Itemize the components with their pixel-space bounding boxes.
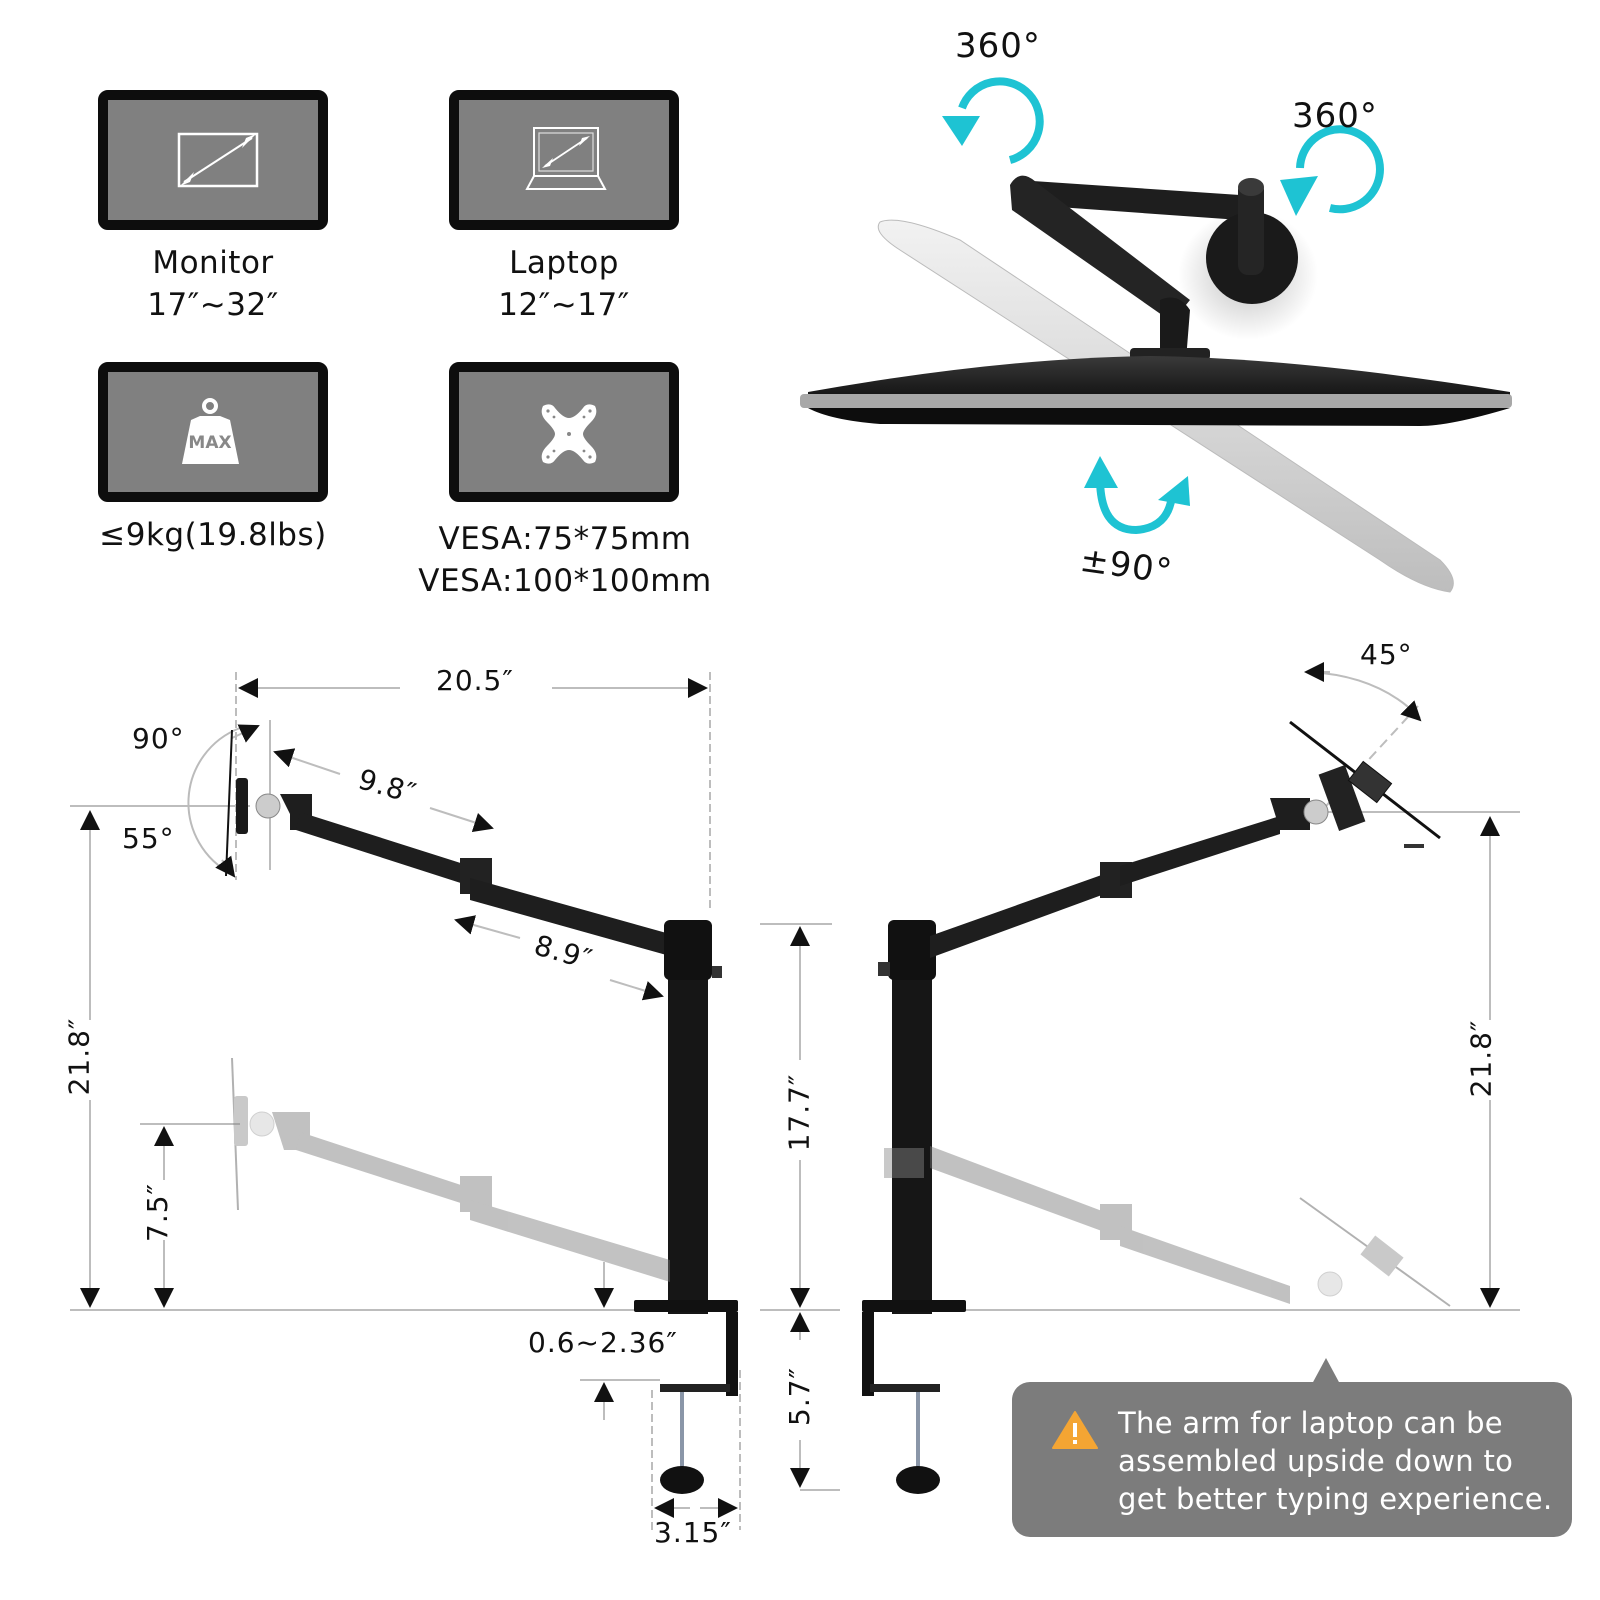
max-weight-icon: MAX <box>182 398 239 464</box>
monitor-arm-lowered <box>231 1057 670 1282</box>
desk-thickness-label: 0.6~2.36″ <box>528 1326 678 1359</box>
tilt-arrow-icon <box>1084 456 1190 535</box>
laptop-caption: Laptop 12″~17″ <box>449 242 679 326</box>
monitor-side-drawing <box>70 672 840 1530</box>
laptop-arm-lowered <box>884 1146 1451 1307</box>
swivel-right-label: 360° <box>1292 96 1378 136</box>
vesa-100: VESA:100*100mm <box>418 563 712 599</box>
note-line-1: The arm for laptop can be <box>1118 1406 1503 1440</box>
swivel-arrow-top-icon <box>942 77 1044 164</box>
note-line-3: get better typing experience. <box>1118 1482 1553 1516</box>
monitor-size-range: 17″~32″ <box>147 287 279 323</box>
laptop-arm-note: The arm for laptop can be assembled upsi… <box>1012 1382 1572 1537</box>
max-label: MAX <box>188 433 231 453</box>
laptop-side-drawing <box>862 662 1520 1494</box>
note-pointer <box>1312 1358 1340 1384</box>
max-weight-tile: MAX <box>98 362 328 502</box>
note-text: The arm for laptop can be assembled upsi… <box>1118 1404 1558 1518</box>
monitor-diagonal-icon <box>177 132 259 188</box>
desk-clamp <box>634 1300 738 1494</box>
tilt-up-label: 90° <box>132 722 185 755</box>
monitor-arm-raised <box>225 729 722 1314</box>
rotation-illustration <box>800 77 1512 593</box>
tilt-down-label: 55° <box>122 822 175 855</box>
laptop-size-tile <box>449 90 679 230</box>
laptop-max-height-label: 21.8″ <box>1464 1019 1498 1098</box>
min-height-label: 7.5″ <box>141 1183 174 1242</box>
warning-icon <box>1052 1411 1098 1449</box>
swivel-arrow-right-icon <box>1280 125 1384 216</box>
vesa-75: VESA:75*75mm <box>438 521 692 557</box>
laptop-arm-raised <box>878 720 1441 1314</box>
monitor-title: Monitor <box>152 245 274 281</box>
laptop-desk-clamp <box>862 1300 966 1494</box>
clamp-height-label: 5.7″ <box>783 1367 816 1426</box>
max-height-label: 21.8″ <box>62 1017 96 1096</box>
arm-top-view <box>1010 175 1298 360</box>
pole-height-label: 17.7″ <box>782 1073 816 1152</box>
vesa-caption: VESA:75*75mm VESA:100*100mm <box>400 518 730 602</box>
tray-tilt-label: 45° <box>1360 638 1413 671</box>
vesa-plate-icon <box>541 404 597 464</box>
horizontal-monitor <box>800 356 1512 426</box>
laptop-diagonal-icon <box>525 127 607 190</box>
monitor-caption: Monitor 17″~32″ <box>98 242 328 326</box>
clamp-width-label: 3.15″ <box>654 1516 732 1549</box>
note-line-2: assembled upside down to <box>1118 1444 1514 1478</box>
reach-label: 20.5″ <box>436 664 514 697</box>
vesa-tile <box>449 362 679 502</box>
laptop-title: Laptop <box>509 245 619 281</box>
monitor-size-tile <box>98 90 328 230</box>
swivel-top-label: 360° <box>955 26 1041 66</box>
laptop-size-range: 12″~17″ <box>498 287 630 323</box>
weight-caption: ≤9kg(19.8lbs) <box>99 517 327 553</box>
